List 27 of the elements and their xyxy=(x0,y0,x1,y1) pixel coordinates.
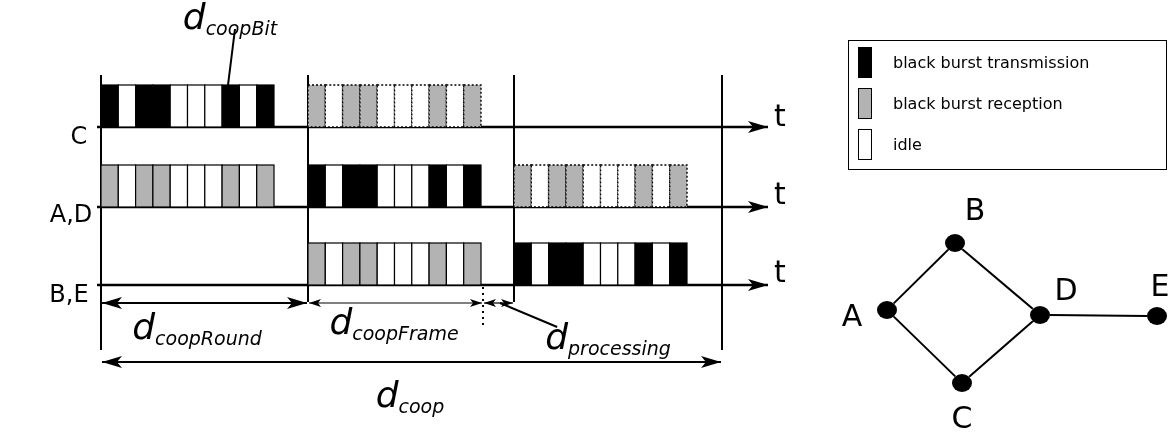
axis-label: t xyxy=(774,101,786,131)
legend-label: idle xyxy=(893,135,922,154)
graph-node xyxy=(1030,306,1050,324)
graph-link xyxy=(892,315,957,378)
graph-link xyxy=(968,320,1034,378)
leader-line xyxy=(227,28,236,86)
node-label: D xyxy=(1054,275,1078,305)
graph-link xyxy=(961,248,1034,310)
node-label: B xyxy=(964,195,986,225)
graph-node xyxy=(877,301,897,319)
legend-label: black burst transmission xyxy=(893,53,1090,72)
graph-link xyxy=(1049,314,1148,317)
row-label: B,E xyxy=(49,282,89,306)
graph-node xyxy=(945,234,965,252)
graph-link xyxy=(892,248,950,305)
burst-frame xyxy=(100,84,275,128)
legend-label: black burst reception xyxy=(893,94,1063,113)
axis-label: t xyxy=(774,257,786,287)
graph-node xyxy=(1147,307,1167,325)
row-label: A,D xyxy=(49,202,93,226)
axis-label: t xyxy=(774,179,786,209)
leader-line xyxy=(499,302,559,328)
node-label: C xyxy=(951,403,973,433)
graph-node xyxy=(952,374,972,392)
node-label: A xyxy=(841,301,863,331)
row-label: C xyxy=(70,124,88,148)
node-label: E xyxy=(1150,271,1170,301)
